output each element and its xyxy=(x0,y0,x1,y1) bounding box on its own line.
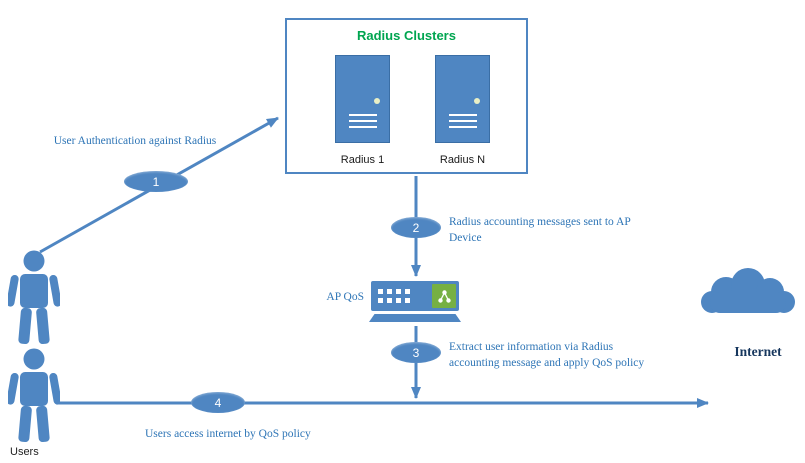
server-icon-radius-n xyxy=(435,55,490,143)
step-badge-4: 4 xyxy=(191,392,245,413)
step-badge-2: 2 xyxy=(391,217,441,238)
server-led xyxy=(374,98,380,104)
server-vents xyxy=(449,114,477,132)
step-badge-1: 1 xyxy=(124,171,188,192)
user-figure-icon xyxy=(6,250,62,347)
switch-stand xyxy=(369,314,461,322)
switch-body xyxy=(371,281,459,311)
step-label-3: Extract user information via Radius acco… xyxy=(449,341,645,370)
internet-label: Internet xyxy=(734,344,782,359)
network-share-icon xyxy=(432,284,456,308)
step-badge-3: 3 xyxy=(391,342,441,363)
switch-ports xyxy=(378,289,410,303)
radius-clusters-box: Radius Clusters Radius 1 Radius N xyxy=(285,18,528,174)
internet-cloud-icon xyxy=(698,264,798,322)
step-label-1: User Authentication against Radius xyxy=(53,135,217,147)
server-label-radius-1: Radius 1 xyxy=(340,154,385,166)
server-label-radius-n: Radius N xyxy=(439,154,486,166)
ap-qos-label: AP QoS xyxy=(326,291,364,303)
step-label-2: Radius accounting messages sent to AP De… xyxy=(449,216,631,245)
server-led xyxy=(474,98,480,104)
server-icon-radius-1 xyxy=(335,55,390,143)
step-label-4: Users access internet by QoS policy xyxy=(145,428,311,440)
user-figure-icon xyxy=(6,348,62,445)
ap-device-icon xyxy=(369,281,461,322)
users-label: Users xyxy=(10,446,39,458)
radius-clusters-title: Radius Clusters xyxy=(357,28,456,43)
server-vents xyxy=(349,114,377,132)
